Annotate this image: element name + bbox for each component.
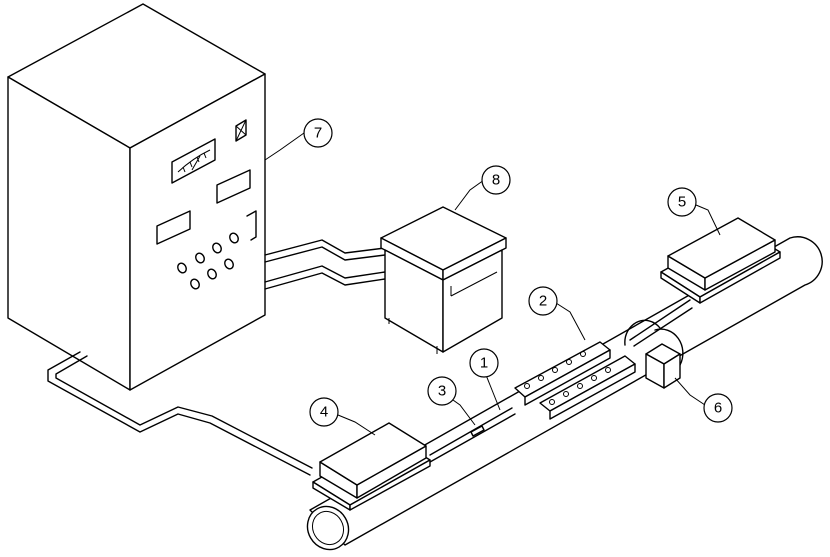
toggle-switch — [235, 119, 247, 142]
terminal-box — [645, 343, 681, 389]
callout-4: 4 — [309, 397, 339, 427]
clamp-bolts — [524, 351, 611, 405]
heating-pad-right — [660, 217, 781, 304]
meter-gauge — [171, 138, 216, 184]
display-window — [216, 169, 251, 204]
callout-7: 7 — [303, 118, 333, 148]
svg-text:4: 4 — [320, 404, 328, 421]
callout-3: 3 — [427, 376, 457, 406]
junction-box — [380, 206, 507, 354]
callout-8: 8 — [481, 165, 511, 195]
svg-text:5: 5 — [678, 194, 686, 211]
svg-text:1: 1 — [480, 355, 488, 372]
svg-text:8: 8 — [492, 172, 500, 189]
callout-5: 5 — [667, 187, 697, 217]
sensor-element — [470, 425, 485, 437]
door-handle — [246, 210, 257, 241]
svg-text:6: 6 — [714, 400, 722, 417]
svg-text:2: 2 — [539, 293, 547, 310]
svg-text:3: 3 — [438, 383, 446, 400]
pipe-clamp — [514, 341, 636, 420]
display-window — [156, 210, 191, 245]
cables — [47, 239, 386, 476]
heating-pad-left — [312, 422, 431, 511]
button-panel — [177, 232, 239, 290]
callout-1: 1 — [469, 348, 499, 378]
callout-2: 2 — [528, 286, 558, 316]
svg-text:7: 7 — [314, 125, 322, 142]
callout-6: 6 — [703, 393, 733, 423]
control-cabinet — [7, 3, 266, 391]
